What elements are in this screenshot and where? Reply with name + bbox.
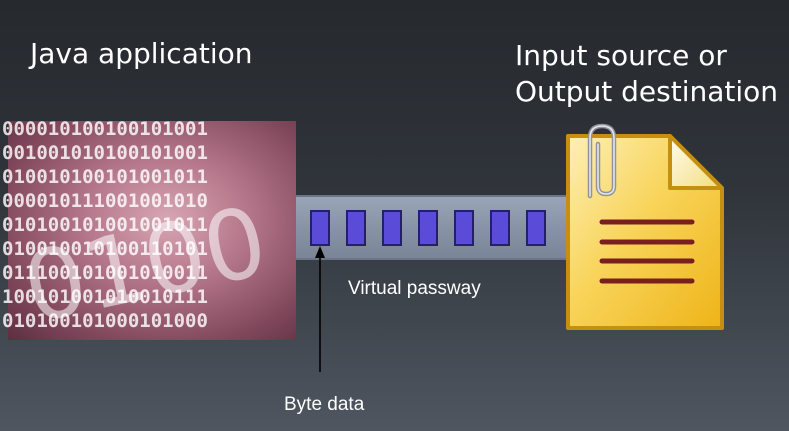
binary-row: 000010100100101001 [2,118,208,140]
io-endpoint-label-line2: Output destination [515,75,779,108]
binary-row: 011100101001010011 [2,262,208,284]
io-endpoint-label: Input source or Output destination [515,38,778,110]
byte-cell [418,210,438,246]
byte-cell [310,210,330,246]
binary-row: 000010111001001010 [2,190,208,212]
binary-row: 100101001010010111 [2,286,208,308]
byte-cell [454,210,474,246]
byte-cell [526,210,546,246]
java-application-label: Java application [30,37,253,70]
binary-row: 001001010100101001 [2,142,208,164]
byte-cell [382,210,402,246]
virtual-passway-label: Virtual passway [348,278,481,299]
byte-cell [490,210,510,246]
byte-data-label: Byte data [284,394,365,415]
binary-row: 010010100101001011 [2,166,208,188]
binary-code-graphic: 0000101001001010010010010101001010010100… [2,118,276,345]
binary-row: 010100101001001011 [2,214,208,236]
binary-row: 010100101000101000 [2,310,208,332]
io-endpoint-label-line1: Input source or [515,39,727,72]
virtual-passway-tube [296,195,572,260]
document-icon [566,123,724,330]
binary-row: 010010010100110101 [2,238,208,260]
byte-cell [346,210,366,246]
up-arrow-icon [315,246,325,372]
paperclip-icon [587,123,617,199]
